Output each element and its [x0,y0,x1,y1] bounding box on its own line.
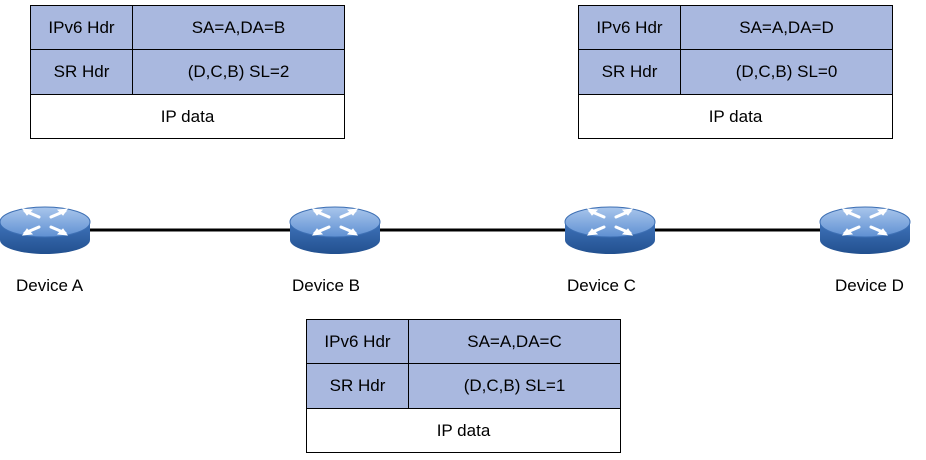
sr-hdr-label: SR Hdr [578,49,681,95]
sr-hdr-value: (D,C,B) SL=2 [132,49,345,95]
ip-data-cell: IP data [578,94,893,139]
router-icon-device-a [0,205,92,256]
router-icon-device-b [288,205,382,256]
packet-c-to-d: IPv6 Hdr SA=A,DA=D SR Hdr (D,C,B) SL=0 I… [578,5,893,139]
ipv6-hdr-value: SA=A,DA=D [680,5,893,50]
sr-hdr-label: SR Hdr [30,49,133,95]
ipv6-hdr-label: IPv6 Hdr [306,319,409,364]
packet-b-to-c: IPv6 Hdr SA=A,DA=C SR Hdr (D,C,B) SL=1 I… [306,319,621,453]
ipv6-hdr-value: SA=A,DA=B [132,5,345,50]
ipv6-hdr-value: SA=A,DA=C [408,319,621,364]
ipv6-hdr-label: IPv6 Hdr [30,5,133,50]
ip-data-cell: IP data [30,94,345,139]
device-a-label: Device A [16,276,84,295]
device-d-label: Device D [835,276,904,295]
device-c-label: Device C [567,276,636,295]
ipv6-hdr-label: IPv6 Hdr [578,5,681,50]
sr-hdr-value: (D,C,B) SL=0 [680,49,893,95]
sr-hdr-value: (D,C,B) SL=1 [408,363,621,409]
packet-a-to-b: IPv6 Hdr SA=A,DA=B SR Hdr (D,C,B) SL=2 I… [30,5,345,139]
sr-hdr-label: SR Hdr [306,363,409,409]
router-icon-device-c [563,205,657,256]
device-b-label: Device B [292,276,361,295]
router-icon-device-d [818,205,912,256]
ip-data-cell: IP data [306,408,621,453]
